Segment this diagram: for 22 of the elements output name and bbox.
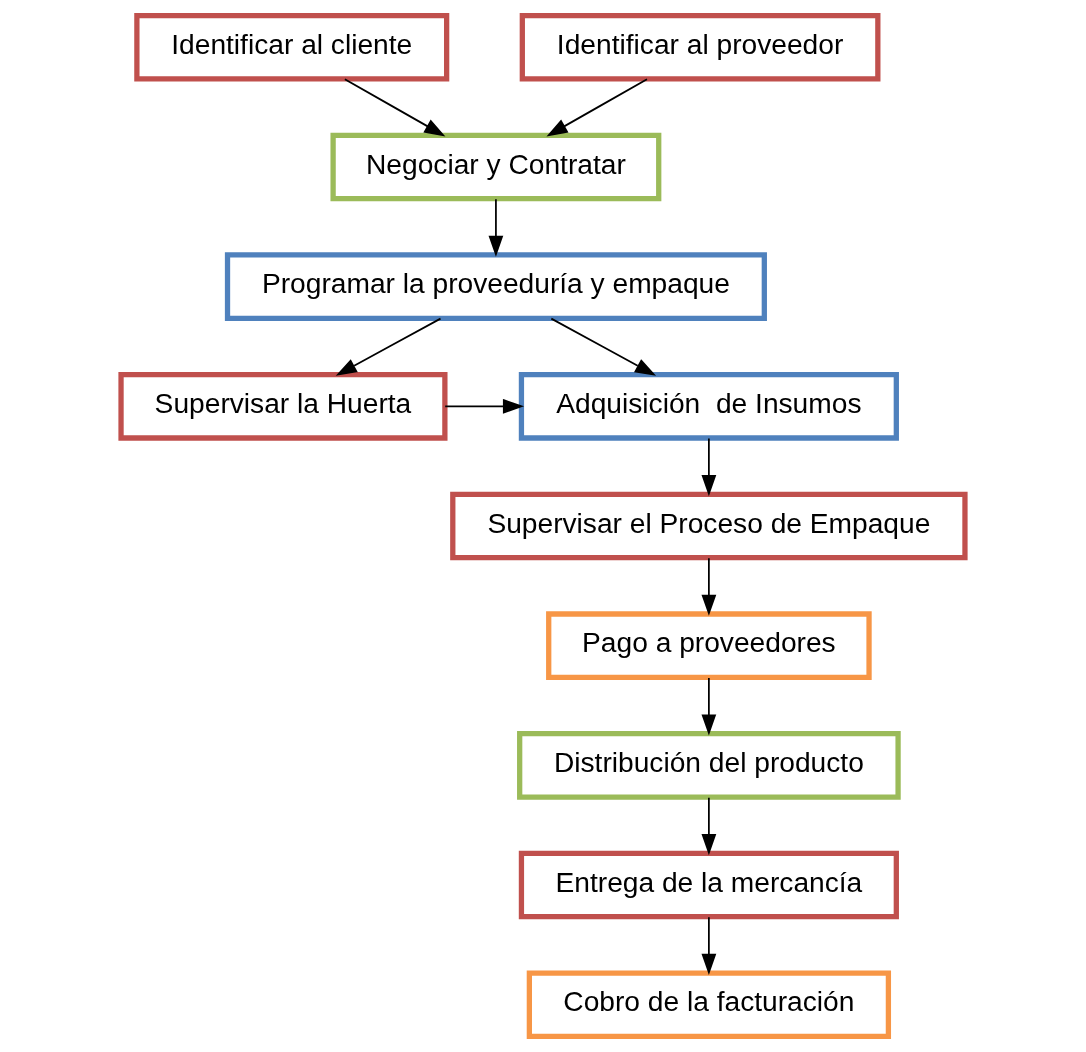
arrow	[701, 916, 717, 975]
arrow	[335, 317, 442, 376]
node-box: Supervisar la Huerta	[118, 372, 448, 441]
arrow	[488, 198, 504, 257]
node-box: Negociar y Contratar	[330, 132, 662, 202]
node-box: Identificar al cliente	[134, 12, 450, 82]
arrow	[344, 78, 446, 137]
node-box: Adquisición de Insumos	[518, 372, 899, 441]
node-box: Supervisar el Proceso de Empaque	[450, 491, 968, 561]
arrow	[546, 78, 648, 137]
arrow	[701, 437, 717, 497]
node-box: Identificar al proveedor	[519, 12, 881, 82]
arrow	[444, 398, 525, 414]
node-box: Programar la proveeduría y empaque	[224, 252, 767, 321]
arrow	[701, 796, 717, 856]
arrow	[550, 317, 657, 376]
node-box: Cobro de la facturación	[526, 970, 892, 1040]
node-box: Pago a proveedores	[546, 611, 872, 680]
arrow	[701, 677, 717, 736]
arrow	[701, 557, 717, 616]
node-box: Entrega de la mercancía	[518, 850, 899, 920]
node-box: Distribución del producto	[517, 731, 901, 800]
